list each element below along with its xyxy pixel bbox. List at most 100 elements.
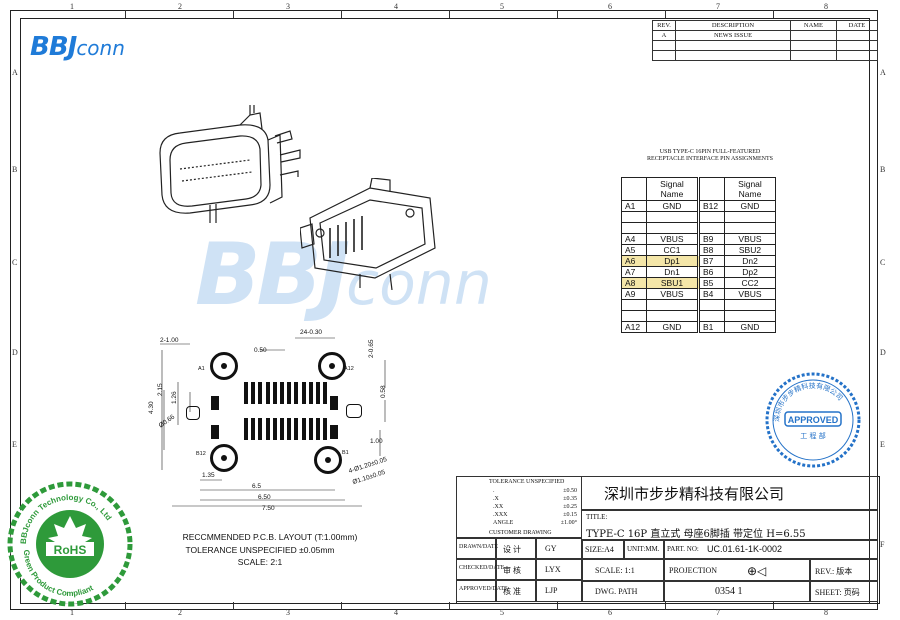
pad-top-right [330, 396, 338, 410]
pad-bottom-left [211, 425, 219, 439]
signal-left: Dn1 [646, 266, 699, 278]
pin-left: A9 [621, 288, 647, 300]
tolerance-row: .±0.50 [493, 487, 577, 495]
signal-pad [316, 418, 320, 440]
dim-4.30: 4.30 [148, 401, 155, 414]
connector-isometric-back [300, 178, 436, 290]
approved-label: APPROVED/DATE [459, 586, 508, 592]
signal-right [724, 310, 776, 322]
signal-pad [323, 382, 328, 404]
tolerance-value: ±0.15 [563, 512, 577, 518]
dim-2.15: 2.15 [157, 383, 164, 396]
pin-left: A4 [621, 233, 647, 245]
mounting-hole-b1 [314, 446, 342, 474]
tolerance-row: .XX±0.25 [493, 503, 577, 511]
pin-row [621, 222, 776, 234]
rohs-stamp: BBJconn Technology Co., Ltd Green Produc… [7, 481, 133, 607]
signal-pad [294, 382, 299, 404]
mounting-hole-a1 [210, 352, 238, 380]
pin-right [697, 211, 725, 223]
label-b12: B12 [196, 451, 206, 457]
size: SIZE:A4 [585, 545, 614, 554]
tolerance-key: ANGLE [493, 520, 514, 526]
signal-left: GND [646, 321, 699, 333]
pin-right: B4 [697, 288, 725, 300]
tolerance-key: .X [493, 496, 499, 502]
signal-left: Dp1 [646, 255, 699, 267]
signal-pad [301, 418, 306, 440]
projection-label: PROJECTION [669, 566, 718, 575]
revision-table: REV. DESCRIPTION NAME DATE A NEWS ISSUE [652, 20, 879, 61]
zone-col-6-bottom: 6 [608, 608, 612, 617]
locating-slot-right [346, 404, 362, 418]
signal-left: VBUS [646, 288, 699, 300]
pin-left: A8 [621, 277, 647, 289]
dwg-path-label: DWG. PATH [595, 587, 638, 596]
checked-label: CHECKED/DATE [459, 565, 505, 571]
pin-left [621, 222, 647, 234]
layout-note-tolerance: TOLERANCE UNSPECIFIED ±0.05mm [185, 545, 335, 555]
pin-caption-line1: USB TYPE-C 16PIN FULL-FEATURED [659, 149, 761, 155]
signal-left [646, 310, 699, 322]
locating-slot-left [186, 406, 200, 420]
label-a12: A12 [344, 366, 354, 372]
pin-left: A5 [621, 244, 647, 256]
tolerance-value: ±1.00° [560, 520, 577, 526]
pin-left: A6 [621, 255, 647, 267]
connector-isometric-front [159, 105, 301, 223]
drawn-cn: 设 计 [503, 545, 521, 554]
zone-row-a: A [12, 68, 18, 77]
signal-right: VBUS [724, 288, 776, 300]
signal-pad [323, 418, 328, 440]
signal-pad [258, 418, 263, 440]
zone-row-a-right: A [880, 68, 886, 77]
tolerance-key: .XXX [493, 512, 508, 518]
pin-right: B12 [697, 200, 725, 212]
zone-row-b: B [12, 165, 18, 174]
unit: UNIT:MM. [627, 545, 660, 553]
signal-right [724, 222, 776, 234]
signal-right: Dn2 [724, 255, 776, 267]
zone-col-2-bottom: 2 [178, 608, 182, 617]
rev-row-date [835, 30, 879, 41]
tolerance-title: TOLERANCE UNSPECIFIED [489, 479, 565, 485]
dim-24-0.30: 24-0.30 [300, 329, 323, 336]
signal-pad [287, 418, 292, 440]
zone-col-5: 5 [500, 2, 504, 11]
rev-header-name: NAME [790, 20, 837, 31]
dwg-no: 0354 1 [715, 586, 743, 597]
approved-cn: 核 准 [503, 587, 521, 596]
rev-header-description: DESCRIPTION [675, 20, 791, 31]
signal-pad [316, 382, 320, 404]
dim-6.5: 6.5 [252, 483, 262, 490]
pin-header-left: Signal Name [646, 177, 699, 201]
pin-header-right: Signal Name [724, 177, 776, 201]
tolerance-row: .XXX ±0.15 [493, 511, 577, 519]
pin-right: B6 [697, 266, 725, 278]
rev-row-rev: A [652, 30, 676, 41]
pin-right [697, 222, 725, 234]
signal-left [646, 211, 699, 223]
part-no: UC.01.61-1K-0002 [707, 544, 783, 554]
signal-pad [251, 418, 256, 440]
signal-right: CC2 [724, 277, 776, 289]
zone-row-d-right: D [880, 348, 886, 357]
drawing-border [20, 18, 870, 604]
zone-col-6: 6 [608, 2, 612, 11]
tolerance-key: . [493, 488, 495, 494]
approved-stamp: 深圳市步步精科技有限公司 APPROVED 工 程 部 [765, 372, 861, 468]
signal-right [724, 299, 776, 311]
customer-drawing: CUSTOMER DRAWING [489, 530, 552, 536]
signal-pad [265, 382, 270, 404]
pin-left [621, 310, 647, 322]
signal-pad [272, 418, 277, 440]
pin-right [697, 299, 725, 311]
signal-pad [301, 382, 306, 404]
dim-7.50: 7.50 [262, 505, 275, 512]
approved-by: LJP [545, 586, 558, 595]
rev-header-date: DATE [835, 20, 879, 31]
